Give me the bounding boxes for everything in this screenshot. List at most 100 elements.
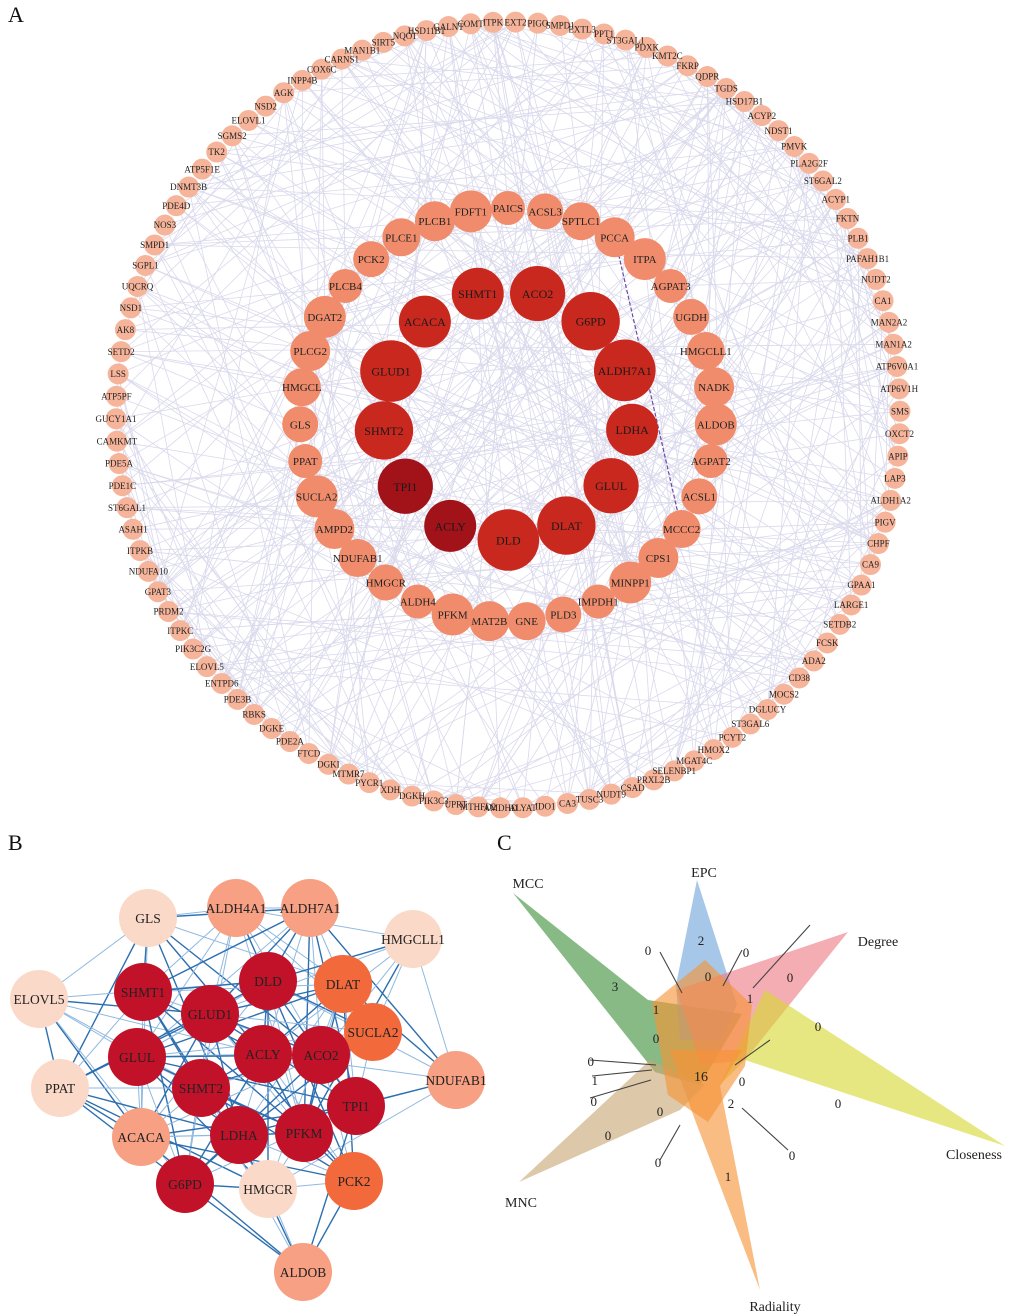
network-a-edge [139, 550, 370, 783]
network-a-edge [283, 92, 311, 352]
network-a-middle-node [527, 193, 564, 230]
network-a-node-label: NQO1 [393, 31, 417, 41]
network-a-edge [515, 21, 592, 322]
venn-count: 1 [653, 1002, 660, 1017]
network-a-edge [715, 424, 862, 586]
network-a-node-label: PAICS [493, 203, 523, 215]
network-a-outer-node [372, 31, 394, 53]
network-a-node-label: SMPD1 [546, 21, 575, 31]
network-a-edge [835, 199, 852, 605]
network-a-middle-node [507, 602, 546, 641]
network-b-node-label: ALDH7A1 [280, 901, 341, 916]
network-a-edge [566, 525, 828, 644]
network-a-middle-node [491, 191, 525, 225]
network-a-node-label: ACYP1 [821, 195, 850, 205]
network-a-outer-node [656, 45, 678, 67]
network-b-node [207, 879, 265, 937]
network-a-inner-node [537, 496, 596, 555]
network-a-node-label: SELENBP1 [652, 766, 696, 776]
venn-count: 1 [592, 1073, 599, 1088]
network-a-outer-node [127, 275, 149, 297]
network-a-edge [302, 55, 668, 81]
network-a-edge [470, 23, 810, 164]
network-a-edge [361, 49, 436, 222]
venn-count: 0 [705, 969, 712, 984]
network-a-edge [148, 460, 306, 572]
network-a-middle-node [469, 601, 510, 642]
network-a-node-label: NDUFA10 [129, 567, 169, 577]
network-a-outer-node [116, 497, 138, 519]
network-a-node-label: AGK [274, 88, 294, 98]
venn-count: 0 [653, 1031, 660, 1046]
network-a-edge [470, 23, 894, 345]
network-a-edge [477, 115, 763, 295]
network-a-outer-node [122, 518, 144, 540]
venn-count: 0 [835, 1096, 842, 1111]
network-a-node-label: NOS3 [154, 220, 177, 230]
network-a-node-label: CAMKMT [97, 436, 138, 446]
network-a-inner-node [583, 458, 639, 514]
network-a-edge [667, 55, 891, 501]
network-a-edge [154, 244, 435, 802]
network-a-edge [130, 120, 249, 309]
network-a-node-label: ACLY [434, 519, 466, 533]
network-a-node-label: GPAT3 [145, 587, 172, 597]
network-a-edge [470, 23, 590, 800]
network-a-outer-node [812, 170, 834, 192]
network-a-node-label: PIGO [527, 18, 549, 28]
network-a-edge [767, 258, 869, 710]
network-b-node-label: NDUFAB1 [425, 1073, 486, 1088]
network-a-node-label: ITPK [483, 17, 504, 27]
network-a-edge [470, 23, 762, 116]
network-a-node-label: PPAT [293, 456, 318, 468]
venn-set-shape [519, 1060, 705, 1182]
network-a-edge [348, 601, 419, 775]
network-a-outer-node [137, 560, 159, 582]
network-a-edge [341, 58, 800, 679]
network-a-node-label: DGKE [259, 724, 284, 734]
network-a-node-label: NADK [698, 382, 730, 394]
network-a-node-label: PDE3B [224, 695, 252, 705]
network-a-outer-node [840, 594, 862, 616]
network-a-node-label: HMOX2 [698, 745, 730, 755]
network-a-edge [125, 320, 591, 331]
network-b-edge [147, 917, 344, 985]
network-a-node-label: CARNS1 [325, 54, 360, 64]
network-a-node-label: PDE5A [105, 459, 134, 469]
network-a-node-label: ST3GAL1 [607, 35, 645, 45]
network-a-edge [385, 211, 546, 583]
venn-set-label: Degree [858, 935, 898, 950]
network-a-node-label: MCCC2 [663, 524, 700, 536]
network-a-node-label: MAN1B1 [344, 45, 380, 55]
network-a-edge [455, 23, 539, 805]
network-b-node-label: PFKM [286, 1126, 323, 1141]
network-a-edge [289, 741, 501, 809]
network-a-node-label: SPTLC1 [562, 216, 601, 228]
network-a-edge [492, 21, 688, 67]
network-a-outer-node [788, 667, 810, 689]
network-a-edge [120, 351, 301, 425]
network-a-edge [404, 35, 436, 222]
network-a-edge [693, 279, 877, 761]
network-a-node-label: XDH [381, 785, 401, 795]
network-a-middle-node [694, 403, 737, 446]
network-a-inner-node [354, 401, 414, 460]
network-a-edge [324, 180, 824, 318]
network-a-edge [778, 130, 900, 434]
network-a-node-label: PLA2G2F [790, 159, 828, 169]
network-a-outer-node [191, 158, 213, 180]
network-a-node-label: TPI1 [393, 480, 417, 494]
network-a-node-label: CHPF [867, 539, 890, 549]
network-a-edge [180, 630, 733, 738]
network-a-node-label: MAT2B [471, 616, 507, 628]
network-a-outer-node [482, 11, 504, 33]
network-b-node [274, 1243, 332, 1301]
network-a-edge [404, 35, 795, 147]
network-a-outer-node [739, 713, 761, 735]
network-a-node-label: IMPDH1 [578, 597, 619, 609]
network-a-node-label: DGAT2 [307, 312, 342, 324]
network-a-node-label: ATP6V1H [880, 384, 919, 394]
network-a-node-label: OXCT2 [885, 429, 914, 439]
network-a-outer-node [703, 739, 725, 761]
venn-count: 1 [725, 1169, 732, 1184]
